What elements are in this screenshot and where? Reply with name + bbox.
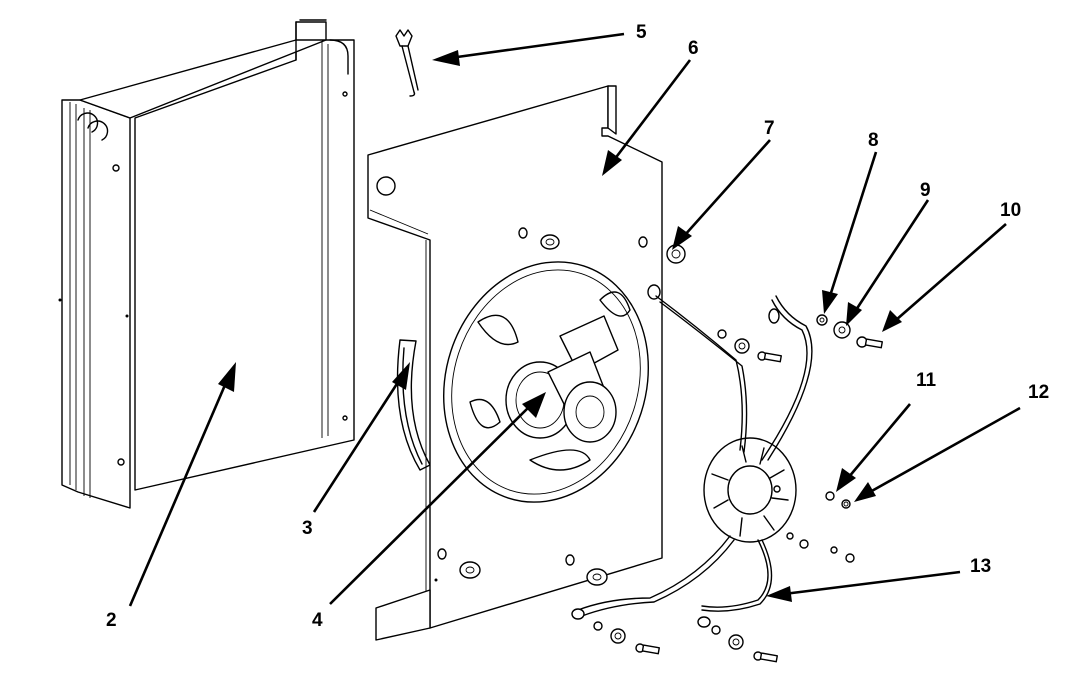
part-5-pin: [395, 29, 419, 97]
leader-7: [683, 139, 771, 237]
callout-labels: 2 3 4 5 6 7 8 9 10 11 12 13: [106, 22, 1049, 631]
callout-9: 9: [920, 180, 931, 201]
part-6-mounting-plate: [367, 85, 663, 641]
callout-6: 6: [688, 38, 699, 59]
callout-4: 4: [312, 610, 323, 631]
part-11-lockwasher: [825, 491, 835, 501]
leader-11: [847, 403, 911, 479]
part-10-screw: [856, 336, 883, 349]
leader-12: [869, 406, 1021, 494]
part-12-screw: [841, 499, 851, 509]
callout-13: 13: [970, 556, 991, 577]
leader-8: [828, 151, 878, 297]
part-13-mounting-ring: [571, 295, 813, 628]
callout-10: 10: [1000, 200, 1021, 221]
part-3-shroud: [396, 339, 431, 471]
hardware-set-extra: [593, 329, 855, 663]
callout-8: 8: [868, 130, 879, 151]
callout-7: 7: [764, 118, 775, 139]
leader-10: [895, 223, 1007, 321]
leader-2: [128, 377, 230, 607]
leader-9: [854, 199, 930, 311]
leader-6: [612, 59, 692, 161]
callout-11: 11: [916, 370, 937, 391]
leader-3: [312, 375, 404, 513]
leader-5: [449, 32, 625, 60]
leader-4: [329, 403, 533, 605]
leader-arrows: [128, 32, 1021, 607]
callout-2: 2: [106, 610, 117, 631]
leader-13: [783, 570, 961, 596]
callout-12: 12: [1028, 382, 1049, 403]
part-7-grommet: [666, 244, 686, 264]
callout-5: 5: [636, 22, 647, 43]
part-8-lockwasher: [816, 314, 828, 326]
callout-3: 3: [302, 518, 313, 539]
part-2-cover-panel: [58, 19, 355, 509]
